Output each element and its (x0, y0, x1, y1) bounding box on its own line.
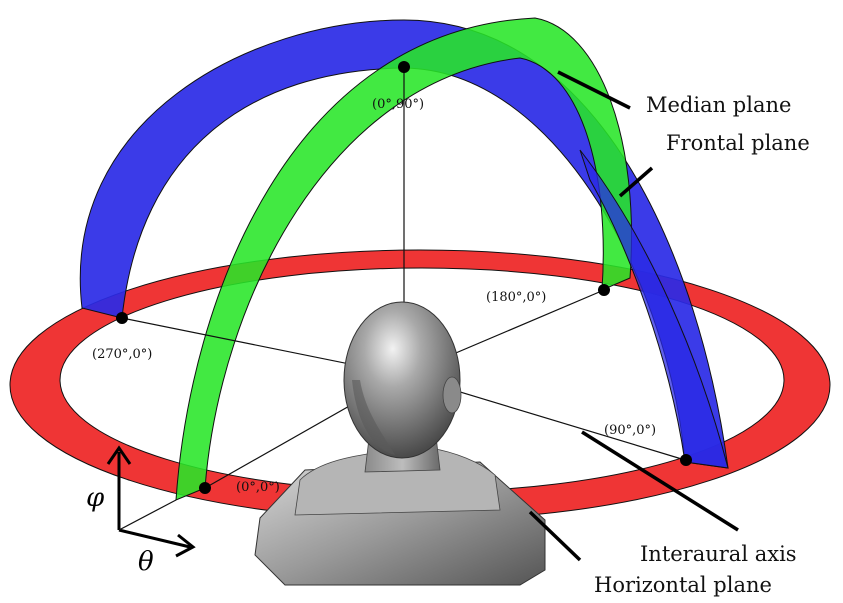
mannequin-ear (442, 376, 462, 414)
coordinate-points (116, 61, 692, 494)
azimuth-axis (118, 528, 191, 549)
elevation-arrow-icon (106, 445, 132, 465)
azimuth-arrow-icon (175, 533, 196, 558)
mannequin-icon (254, 301, 546, 586)
label-elevation-symbol: φ (86, 483, 105, 513)
angle-axes: φ θ (86, 445, 196, 577)
leader-lines (528, 70, 739, 562)
label-point-left: (270°,0°) (92, 347, 152, 362)
label-horizontal-plane: Horizontal plane (594, 573, 772, 597)
label-interaural-axis: Interaural axis (640, 542, 797, 566)
label-median-plane: Median plane (646, 93, 791, 117)
label-azimuth-symbol: θ (138, 547, 154, 577)
point-back (598, 284, 610, 296)
frontal-plane-arch (175, 17, 633, 501)
point-left (116, 312, 128, 324)
mannequin-head (343, 301, 461, 459)
median-plane-arch-front-segment (579, 149, 729, 469)
point-top (398, 61, 410, 73)
label-point-top: (0°,90°) (372, 97, 424, 112)
angle-connector-line (118, 499, 177, 531)
label-point-right: (90°,0°) (604, 423, 656, 438)
point-front (199, 482, 211, 494)
label-point-back: (180°,0°) (486, 290, 546, 305)
mannequin-face-shadow (352, 380, 395, 455)
point-right (680, 454, 692, 466)
label-frontal-plane: Frontal plane (666, 131, 810, 155)
leader-frontal (618, 166, 654, 198)
leader-median (557, 70, 631, 110)
label-point-front: (0°,0°) (236, 480, 280, 495)
leader-horizontal (528, 510, 582, 562)
leader-interaural (581, 430, 739, 532)
